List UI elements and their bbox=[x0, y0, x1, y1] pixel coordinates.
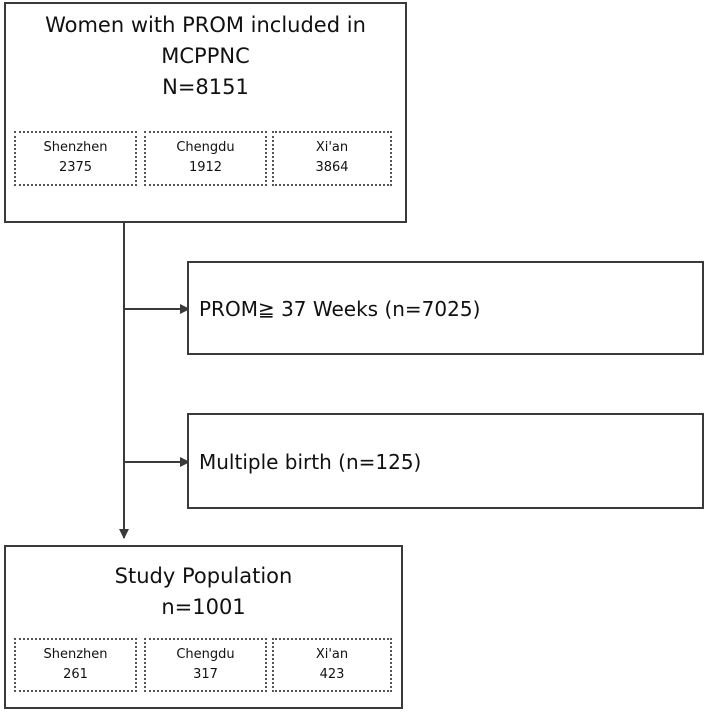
enrolled-site-shenzhen: Shenzhen 2375 bbox=[14, 131, 137, 186]
enrolled-site-chengdu: Chengdu 1912 bbox=[144, 131, 267, 186]
enrolled-total: N=8151 bbox=[162, 75, 249, 99]
enrolled-box: Women with PROM included in MCPPNC N=815… bbox=[4, 2, 407, 223]
site-count: 423 bbox=[319, 667, 345, 682]
site-count: 1912 bbox=[188, 160, 223, 175]
study-site-xian: Xi'an 423 bbox=[272, 638, 392, 692]
site-name: Chengdu bbox=[176, 647, 235, 662]
study-site-shenzhen: Shenzhen 261 bbox=[14, 638, 137, 692]
study-site-chengdu: Chengdu 317 bbox=[144, 638, 267, 692]
study-population-total: n=1001 bbox=[161, 595, 246, 619]
site-name: Xi'an bbox=[315, 140, 349, 155]
study-population-box: Study Population n=1001 Shenzhen 261 Che… bbox=[4, 545, 403, 709]
site-name: Shenzhen bbox=[43, 140, 108, 155]
site-count: 317 bbox=[193, 667, 218, 682]
site-name: Shenzhen bbox=[43, 647, 108, 662]
enrolled-title-line2: MCPPNC bbox=[161, 44, 250, 68]
site-count: 261 bbox=[63, 667, 88, 682]
exclusion-label-prom-term: PROM≧ 37 Weeks (n=7025) bbox=[199, 297, 481, 321]
site-name: Xi'an bbox=[315, 647, 349, 662]
exclusion-label-multiple-birth: Multiple birth (n=125) bbox=[199, 450, 422, 474]
study-population-title: Study Population bbox=[114, 564, 293, 588]
site-count: 2375 bbox=[58, 160, 93, 175]
enrolled-title-line1: Women with PROM included in bbox=[45, 13, 366, 37]
enrolled-site-xian: Xi'an 3864 bbox=[272, 131, 392, 186]
exclusion-box-multiple-birth: Multiple birth (n=125) bbox=[187, 413, 704, 509]
exclusion-box-prom-term: PROM≧ 37 Weeks (n=7025) bbox=[187, 261, 704, 355]
site-name: Chengdu bbox=[176, 140, 235, 155]
site-count: 3864 bbox=[315, 160, 349, 175]
